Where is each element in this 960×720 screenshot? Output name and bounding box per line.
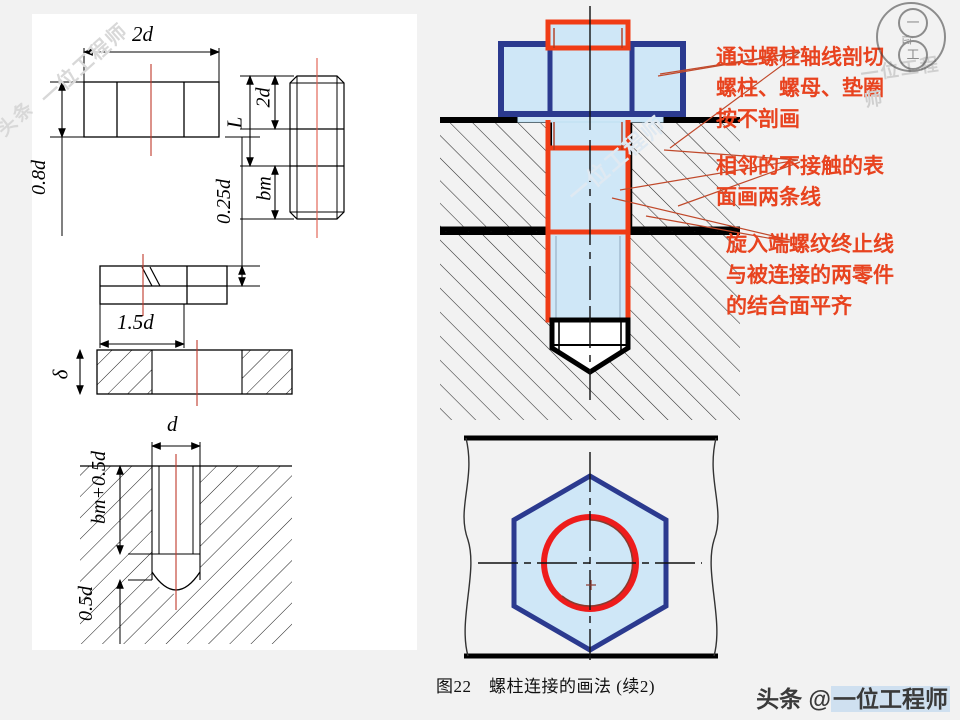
view-washer-plate [98,254,228,348]
figure-caption: 图22 螺柱连接的画法 (续2) [436,677,656,696]
dim-label-05d: 0.5d [75,586,97,621]
annotation-note-2-line-1: 相邻的不接触的表 [716,154,884,178]
dim-label-delta: δ [48,369,73,380]
dim-label-025d: 0.25d [213,179,235,224]
dim-label-bm-05d: bm+0.5d [87,451,110,524]
dim-label-bm: bm [253,176,276,201]
annotation-note-2: 相邻的不接触的表 面画两条线 [716,151,956,213]
hex-top-view [463,435,719,660]
view-threaded-hole [80,442,292,644]
watermark-circle-top-char: 一 [898,8,928,38]
annotation-note-3-line-3: 的结合面平齐 [726,294,852,318]
center-axes [478,452,702,660]
annotation-note-3-line-1: 旋入端螺纹终止线 [726,232,894,256]
left-drawing-panel: 2d 0.8d 0.25d 1.5d L 2d bm δ d bm+0.5d 0… [28,14,417,650]
annotation-notes: 通过螺柱轴线剖切 螺柱、螺母、垫圈 按不剖画 相邻的不接触的表 面画两条线 旋入… [716,42,956,322]
stud-lower-thread-red [545,229,631,323]
annotation-note-1-line-3: 按不剖画 [716,107,800,131]
annotation-note-1: 通过螺柱轴线剖切 螺柱、螺母、垫圈 按不剖画 [716,42,956,135]
watermark-circle-bottom-char: 工 [898,40,928,70]
dim-label-d-hole: d [167,412,178,436]
annotation-note-3-line-2: 与被连接的两零件 [726,263,894,287]
dim-label-L: L [222,116,247,129]
dim-label-2d-stud: 2d [252,87,275,108]
annotation-note-1-line-2: 螺柱、螺母、垫圈 [716,76,884,100]
view-plate-section [76,340,293,406]
footer-watermark-prefix: 头条 @ [756,686,831,712]
dim-label-15d: 1.5d [117,310,154,334]
dim-label-2d-washer: 2d [132,22,153,46]
assembly-section-drawing [440,6,740,420]
view-stud [240,58,345,238]
annotation-note-1-line-1: 通过螺柱轴线剖切 [716,45,884,69]
dim-label-08d: 0.8d [28,160,50,195]
left-drawing-svg [50,48,345,644]
watermark-circle-logo: 一 位 工 [876,2,946,72]
annotation-note-3: 旋入端螺纹终止线 与被连接的两零件 的结合面平齐 [716,229,956,322]
annotation-note-2-line-2: 面画两条线 [716,185,821,209]
view-washer [50,48,260,288]
stud-upper-thread [545,19,631,51]
footer-watermark-name: 一位工程师 [831,686,950,712]
view-boundary [463,435,719,659]
hex-nut [498,41,686,117]
footer-watermark: 头条 @一位工程师 [756,680,950,714]
